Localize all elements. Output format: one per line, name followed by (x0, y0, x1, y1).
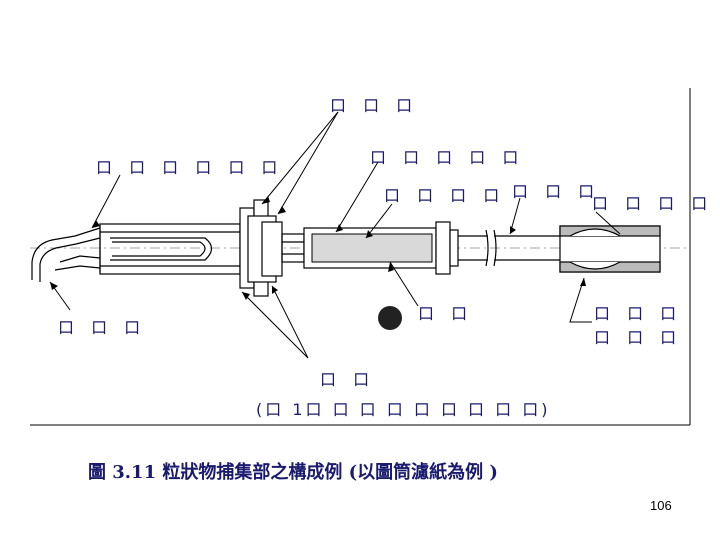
page-number: 106 (650, 498, 672, 513)
sampling-nozzle (31, 226, 101, 282)
label-top: 口 口 口 (330, 96, 419, 115)
label-mesh: 口 口 (418, 304, 474, 323)
leader-lines (49, 111, 621, 359)
mesh-disc (378, 306, 402, 330)
figure-caption: 圖 3.11 粒狀物捕集部之構成例 (以圖筒濾紙為例 ) (88, 462, 498, 483)
flange-clamp (239, 199, 283, 297)
thimble-filter (311, 233, 433, 263)
label-filter: 口 口 口 口 (384, 186, 506, 205)
outlet-tube (458, 229, 560, 267)
hose-connector (559, 225, 661, 273)
label-left-upper: 口 口 口 口 口 口 (96, 158, 284, 177)
arrowheads (50, 196, 586, 300)
label-right-lower-1: 口 口 口 (594, 304, 683, 323)
label-right-upper: 口 口 口 口 口 (592, 194, 720, 213)
label-connector: 口 口 口 (512, 182, 601, 201)
label-left-lower: 口 口 口 (58, 318, 147, 337)
label-tube-body: 口 口 口 口 口 (370, 148, 525, 167)
outlet-clamp (435, 221, 459, 275)
probe-tube (99, 223, 241, 275)
label-right-lower-2: 口 口 口 (594, 328, 683, 347)
label-bottom: 口 口 (320, 370, 376, 389)
label-sublabel: (口 1口 口 口 口 口 口 口 口 口) (256, 400, 551, 419)
